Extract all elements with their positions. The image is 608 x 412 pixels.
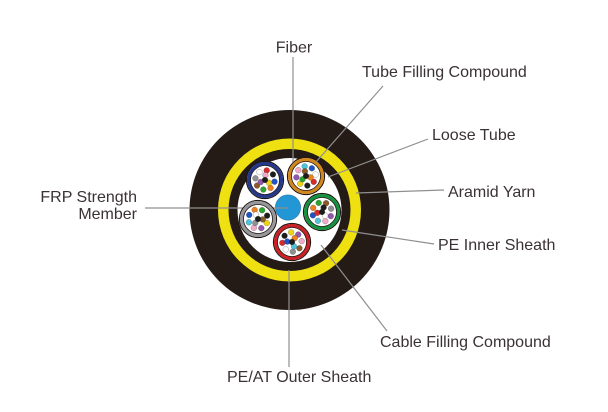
fiber-dot	[298, 238, 305, 245]
loose-tube-red-wall	[273, 223, 311, 261]
label-tube-filling-compound-leader-line	[315, 85, 384, 163]
loose-tube-orange-inner-outline	[291, 161, 321, 191]
loose-tube-orange	[286, 156, 326, 196]
fiber-dot	[318, 208, 326, 216]
fiber-dot	[327, 212, 334, 220]
label-pe-inner-sheath: PE Inner Sheath	[438, 237, 555, 254]
fiber-dot	[295, 167, 302, 174]
fiber-dot	[315, 199, 322, 207]
label-tube-filling-compound: Tube Filling Compound	[362, 64, 527, 81]
loose-tube-orange-wall	[287, 157, 325, 195]
loose-tube-green-inner-outline	[307, 197, 337, 227]
fiber-dot	[288, 229, 295, 236]
label-pe-at-outer-sheath: PE/AT Outer Sheath	[227, 369, 371, 386]
fiber-dot	[258, 224, 265, 232]
label-cable-filling-compound-leader-line	[320, 244, 388, 332]
fiber-dot	[253, 182, 261, 189]
label-frp-strength-member-line1: FRP Strength	[40, 189, 137, 206]
loose-tube-gray-inner-outline	[243, 204, 273, 234]
loose-tube-red-inner-outline	[277, 227, 307, 257]
fiber-dot	[256, 168, 263, 176]
fiber-dot	[269, 171, 277, 178]
fiber-dot	[327, 205, 335, 212]
fiber-dot	[296, 245, 303, 252]
loose-tube-red	[272, 222, 312, 262]
loose-tube-green-wall	[303, 193, 341, 231]
fiber-dot	[302, 172, 310, 180]
fiber-dot	[245, 219, 253, 226]
fiber-dot	[289, 248, 296, 255]
fiber-dot	[252, 175, 259, 182]
fiber-dot	[246, 211, 253, 219]
label-pe-inner-sheath-leader-line	[341, 229, 435, 245]
fiber-dot	[308, 165, 315, 172]
fiber-dot	[254, 215, 262, 223]
label-loose-tube: Loose Tube	[432, 127, 516, 144]
fiber-dot	[282, 246, 289, 253]
loose-tube-blue-inner-outline	[250, 165, 280, 195]
label-aramid-yarn: Aramid Yarn	[448, 184, 535, 201]
fiber-dot	[271, 178, 278, 185]
label-fiber: Fiber	[276, 40, 313, 57]
fiber-dot	[263, 219, 270, 227]
fiber-dot	[314, 217, 322, 224]
fiber-dot	[310, 178, 317, 185]
loose-tube-blue	[245, 160, 285, 200]
loose-tube-green	[302, 192, 342, 232]
label-aramid-yarn-leader-line	[355, 189, 445, 194]
loose-tube-gray-wall	[239, 200, 277, 238]
fiber-dot	[260, 186, 267, 193]
loose-tube-blue-wall	[246, 161, 284, 199]
fiber-dot	[304, 182, 311, 189]
label-loose-tube-leader-line	[327, 138, 429, 178]
fiber-dot	[258, 207, 266, 214]
fiber-dot	[312, 171, 319, 178]
loose-tube-gray	[238, 199, 278, 239]
label-frp-strength-member-line2: Member	[78, 206, 137, 223]
fiber-dot	[267, 184, 274, 192]
fiber-dot	[263, 212, 271, 219]
fiber-dot	[281, 232, 288, 239]
fiber-dot	[261, 176, 269, 184]
fiber-dot	[288, 238, 296, 246]
fiber-dot	[293, 174, 300, 181]
fiber-dot	[310, 204, 317, 212]
fiber-dot	[322, 217, 329, 225]
label-cable-filling-compound: Cable Filling Compound	[380, 334, 551, 351]
